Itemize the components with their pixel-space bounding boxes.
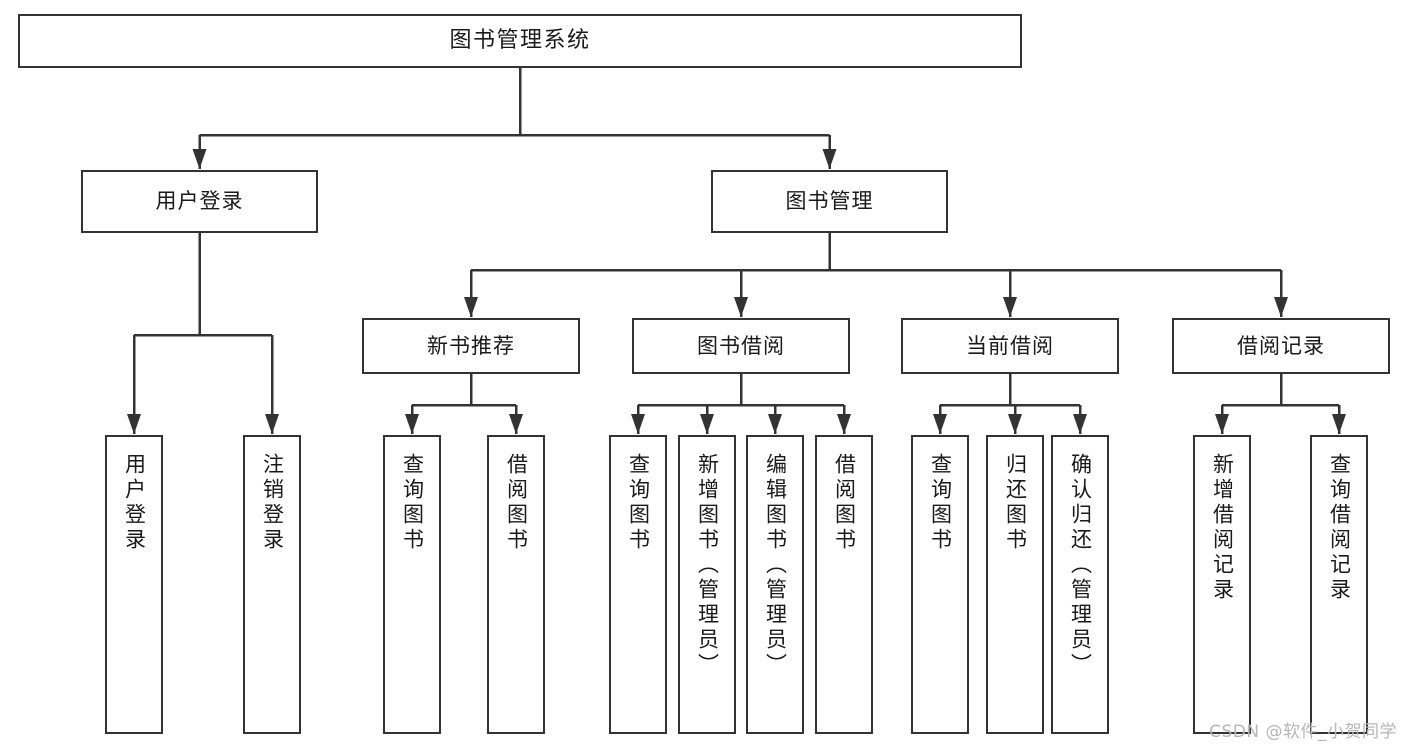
node-leaf-borrow-book-rec[interactable]: 借阅图书 xyxy=(487,435,545,734)
node-borrow-record-label: 借阅记录 xyxy=(1237,333,1325,358)
node-leaf-query-book-borrow-label: 查询图书 xyxy=(626,453,651,553)
node-leaf-add-book-admin[interactable]: 新增图书（管理员） xyxy=(678,435,736,734)
node-leaf-query-book-current[interactable]: 查询图书 xyxy=(911,435,969,734)
node-leaf-query-book-borrow[interactable]: 查询图书 xyxy=(609,435,667,734)
node-leaf-return-book-label: 归还图书 xyxy=(1003,453,1028,553)
node-root-label: 图书管理系统 xyxy=(449,28,591,54)
node-leaf-query-book-rec[interactable]: 查询图书 xyxy=(383,435,441,734)
node-leaf-user-login[interactable]: 用户登录 xyxy=(105,435,163,734)
node-user-login-label: 用户登录 xyxy=(155,189,244,214)
node-leaf-query-borrow-record-label: 查询借阅记录 xyxy=(1327,453,1352,603)
node-book-manage[interactable]: 图书管理 xyxy=(711,170,948,233)
node-current-borrow[interactable]: 当前借阅 xyxy=(901,318,1119,374)
node-leaf-edit-book-admin-label: 编辑图书（管理员） xyxy=(763,453,788,678)
node-leaf-query-borrow-record[interactable]: 查询借阅记录 xyxy=(1310,435,1368,734)
node-leaf-borrow-book-rec-label: 借阅图书 xyxy=(504,453,529,553)
node-book-borrow-label: 图书借阅 xyxy=(697,333,785,358)
node-leaf-user-logout[interactable]: 注销登录 xyxy=(243,435,301,734)
node-leaf-borrow-book-label: 借阅图书 xyxy=(832,453,857,553)
node-user-login[interactable]: 用户登录 xyxy=(81,170,318,233)
node-leaf-query-book-rec-label: 查询图书 xyxy=(400,453,425,553)
node-leaf-add-book-admin-label: 新增图书（管理员） xyxy=(695,453,720,678)
node-leaf-query-book-current-label: 查询图书 xyxy=(928,453,953,553)
node-leaf-confirm-return-admin-label: 确认归还（管理员） xyxy=(1068,453,1093,678)
node-leaf-user-login-label: 用户登录 xyxy=(122,453,147,553)
node-new-book-recommend[interactable]: 新书推荐 xyxy=(362,318,580,374)
node-book-borrow[interactable]: 图书借阅 xyxy=(632,318,850,374)
node-leaf-add-borrow-record[interactable]: 新增借阅记录 xyxy=(1193,435,1251,734)
node-new-book-recommend-label: 新书推荐 xyxy=(427,333,515,358)
node-borrow-record[interactable]: 借阅记录 xyxy=(1172,318,1390,374)
node-leaf-return-book[interactable]: 归还图书 xyxy=(986,435,1044,734)
node-root[interactable]: 图书管理系统 xyxy=(18,14,1022,68)
node-leaf-user-logout-label: 注销登录 xyxy=(260,453,285,553)
watermark-text: CSDN @软件_小贺同学 xyxy=(1209,722,1397,742)
node-leaf-add-borrow-record-label: 新增借阅记录 xyxy=(1210,453,1235,603)
node-current-borrow-label: 当前借阅 xyxy=(966,333,1054,358)
node-leaf-confirm-return-admin[interactable]: 确认归还（管理员） xyxy=(1051,435,1109,734)
node-leaf-borrow-book[interactable]: 借阅图书 xyxy=(815,435,873,734)
node-leaf-edit-book-admin[interactable]: 编辑图书（管理员） xyxy=(746,435,804,734)
node-book-manage-label: 图书管理 xyxy=(785,189,874,214)
